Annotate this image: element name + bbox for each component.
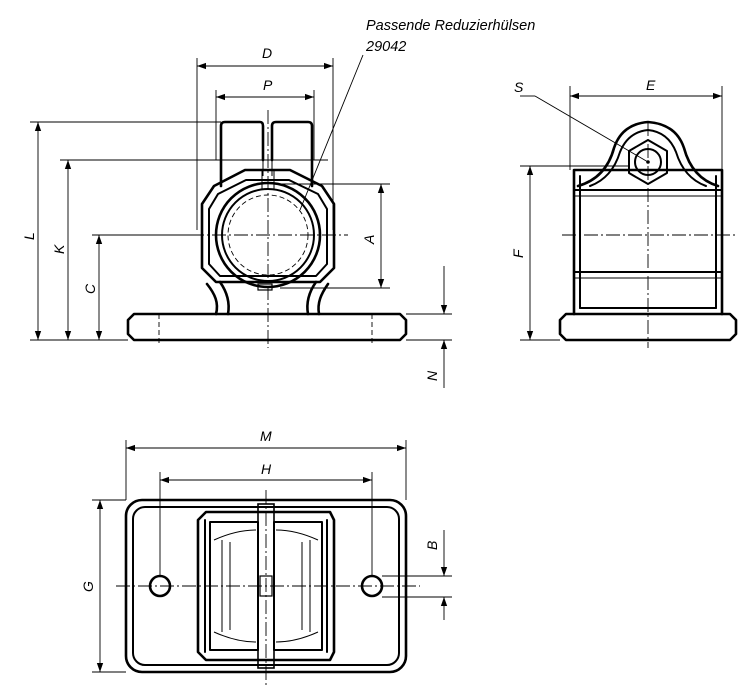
dim-label-a: A — [361, 235, 377, 245]
front-housing — [200, 168, 336, 284]
dim-label-p: P — [263, 77, 273, 93]
top-clamp-body — [196, 510, 336, 662]
dim-label-m: M — [260, 428, 272, 444]
side-view: E S F — [510, 77, 738, 348]
front-view: D P L K C A N Passende Reduzierhülsen 29… — [21, 18, 535, 388]
dim-label-s: S — [514, 79, 524, 95]
dim-label-h: H — [261, 461, 272, 477]
front-left-leg — [205, 280, 230, 316]
dim-label-e: E — [646, 77, 656, 93]
top-view: M H G B — [80, 428, 452, 688]
dim-label-l: L — [21, 232, 37, 240]
front-left-jaw — [219, 120, 265, 188]
dim-label-n: N — [424, 370, 440, 381]
dim-label-d: D — [262, 45, 272, 61]
dim-label-c: C — [82, 283, 98, 294]
dim-label-g: G — [80, 581, 96, 592]
dim-label-k: K — [51, 244, 67, 254]
front-base-plate — [126, 312, 408, 342]
front-right-jaw — [270, 120, 314, 188]
side-base-plate — [558, 312, 738, 342]
front-right-leg — [306, 280, 330, 316]
dim-label-b: B — [424, 541, 440, 550]
note-line-1: Passende Reduzierhülsen — [366, 18, 535, 34]
dim-label-f: F — [510, 248, 526, 258]
note-line-2: 29042 — [365, 39, 406, 55]
